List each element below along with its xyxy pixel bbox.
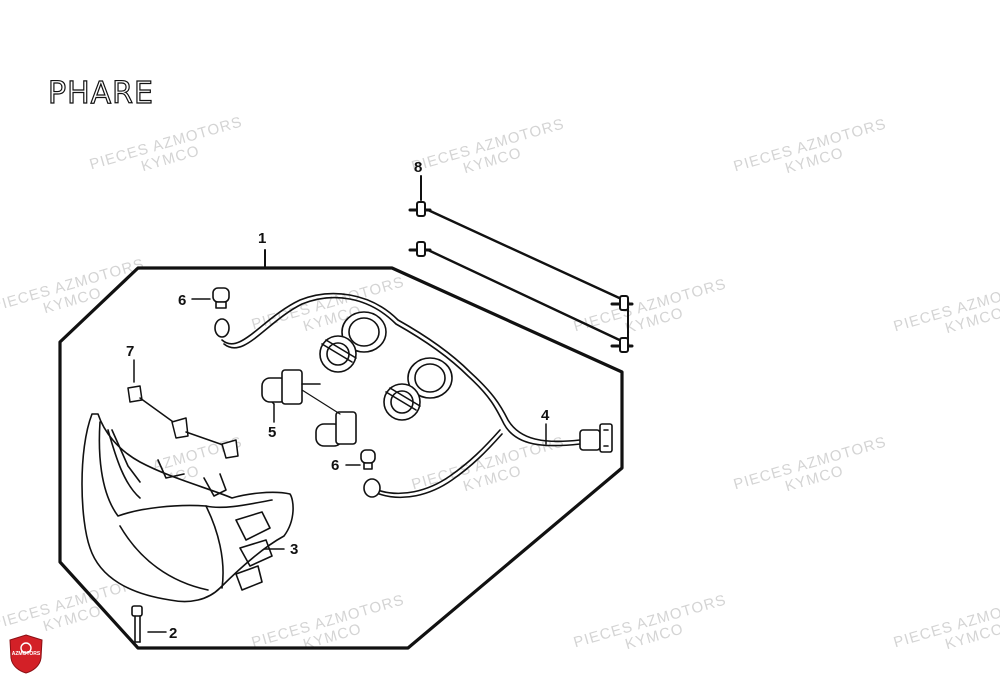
screw-part-2 xyxy=(131,605,143,643)
screw-part-8 xyxy=(408,201,634,353)
callout-7: 7 xyxy=(126,343,134,360)
clip-part-7 xyxy=(127,385,239,459)
headlight-bulb-part-5-upper xyxy=(261,369,321,405)
callout-4: 4 xyxy=(541,407,550,424)
assembly-outline xyxy=(58,266,624,650)
callout-6-upper: 6 xyxy=(178,292,186,309)
callout-3: 3 xyxy=(290,541,298,558)
azmotors-logo xyxy=(9,634,43,674)
bulb-part-6-lower xyxy=(360,449,381,498)
callout-2: 2 xyxy=(169,625,177,642)
callout-5: 5 xyxy=(268,424,276,441)
bulb-socket-lower xyxy=(383,357,453,421)
bulb-part-6-upper xyxy=(212,287,230,338)
callout-6-lower: 6 xyxy=(331,457,339,474)
callout-1: 1 xyxy=(258,230,266,247)
headlight-bulb-part-5-lower xyxy=(301,389,357,447)
page-title: PHARE xyxy=(47,75,154,111)
headlight-housing-part-3 xyxy=(81,413,294,603)
logo-text: AZMOTORS xyxy=(11,651,41,657)
callout-8: 8 xyxy=(414,159,422,176)
bulb-socket-upper xyxy=(319,311,387,373)
wiring-harness-part-4 xyxy=(221,292,613,499)
